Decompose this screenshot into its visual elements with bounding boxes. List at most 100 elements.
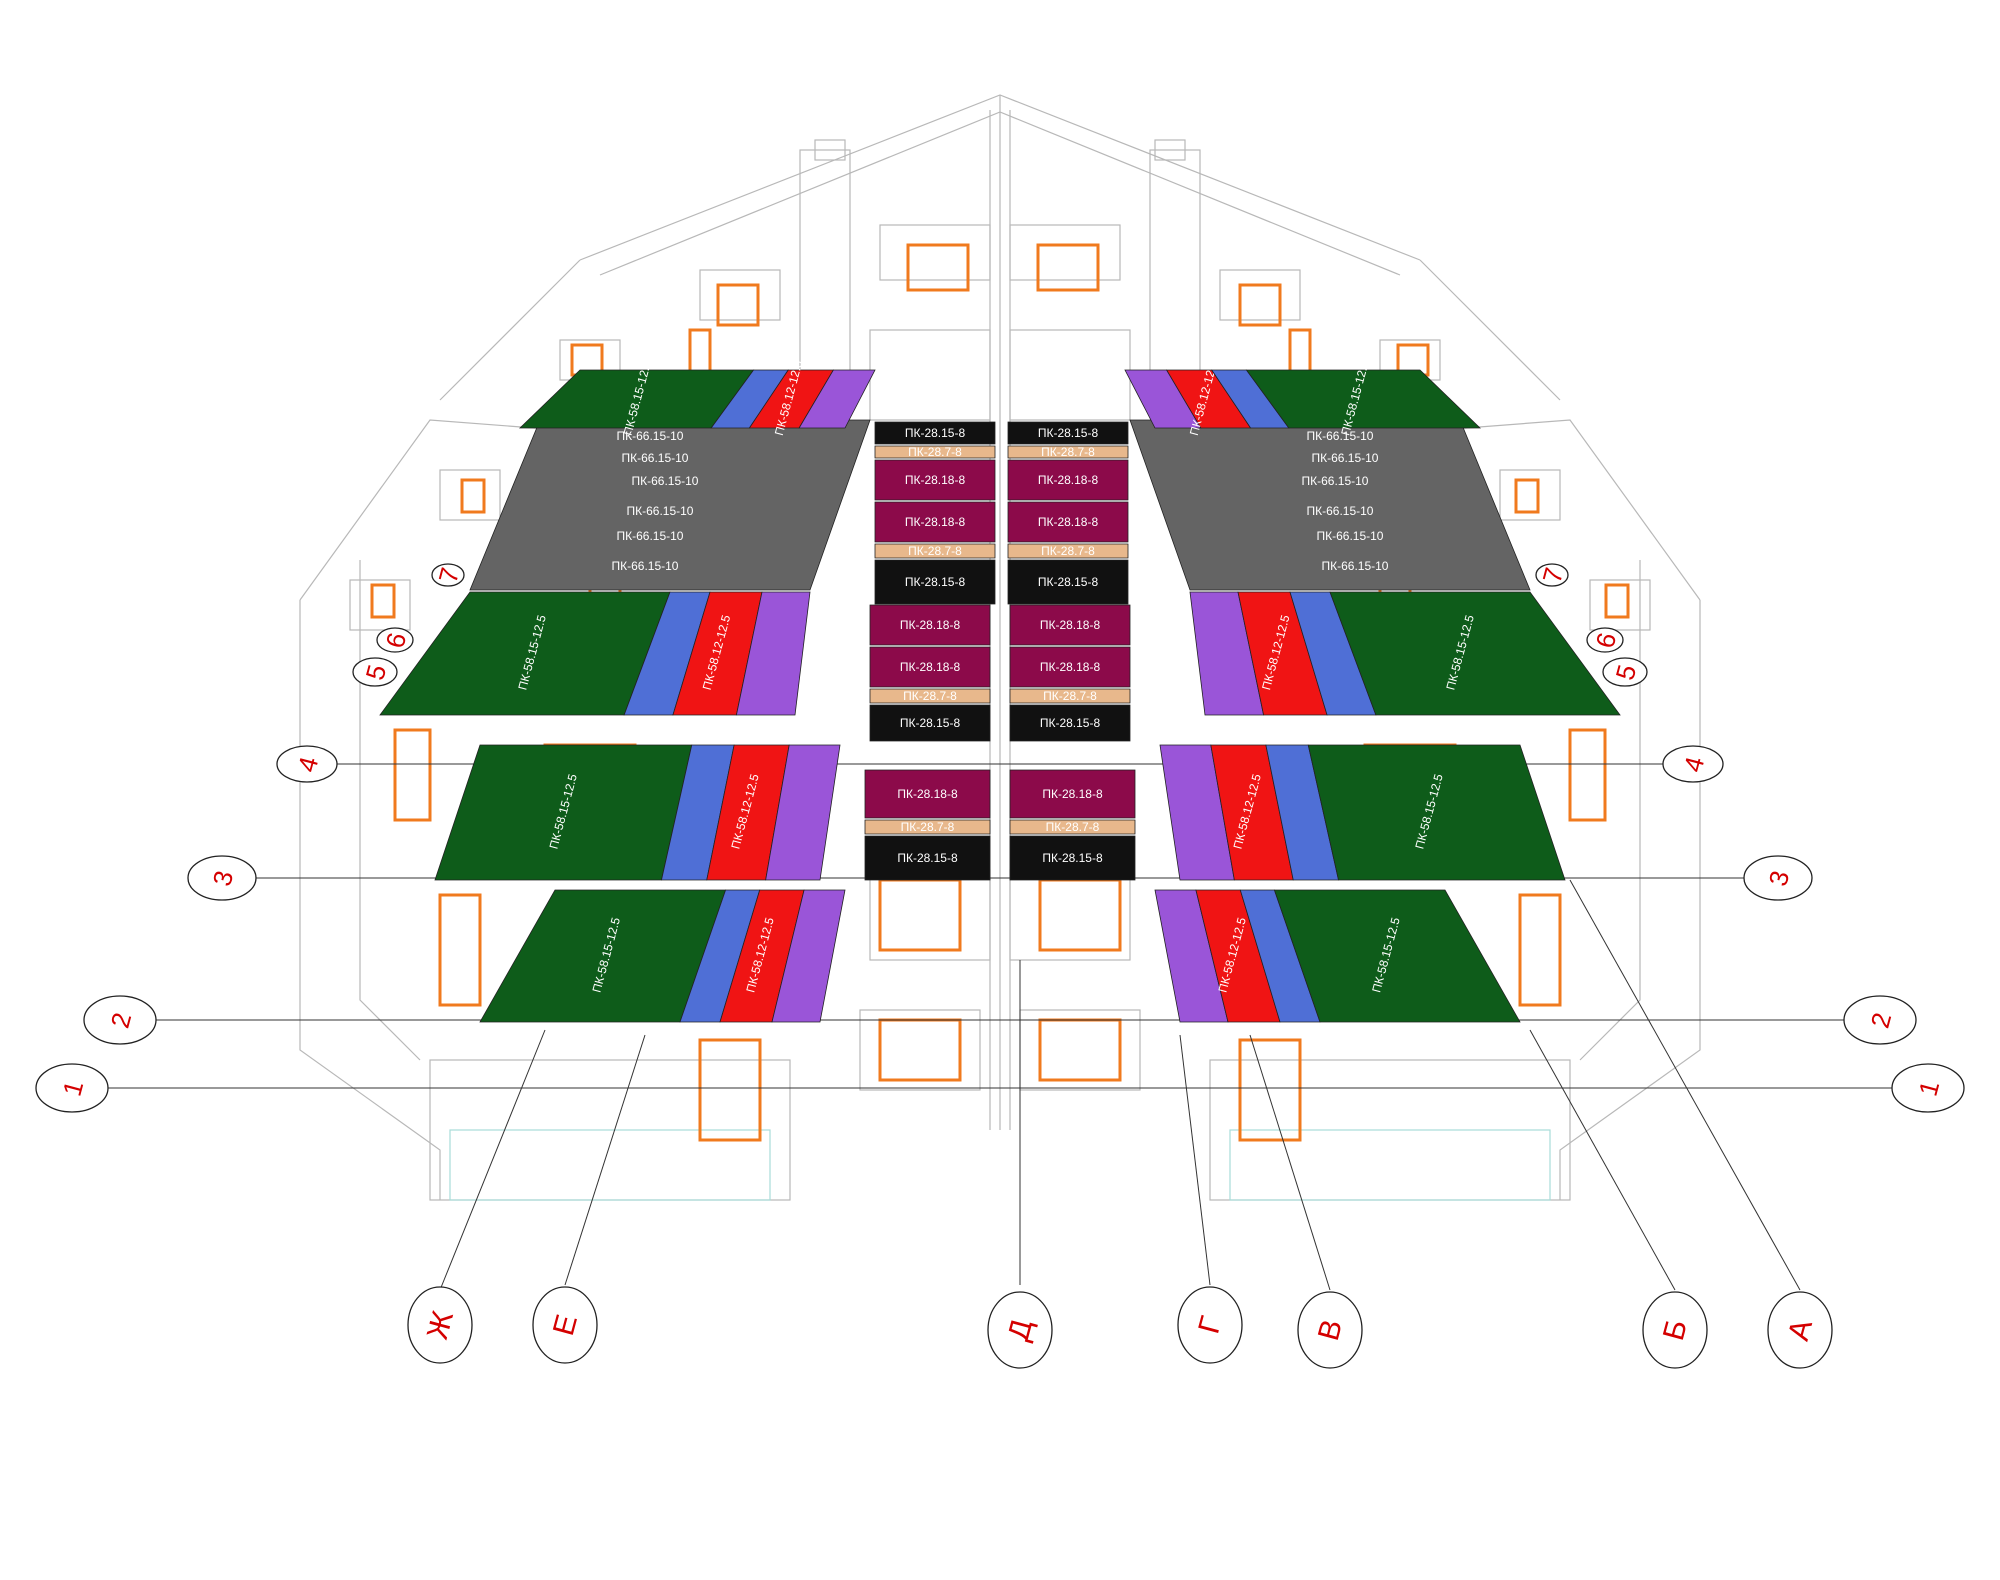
slab-beige: [874, 445, 996, 459]
slab-maroon: [869, 604, 991, 646]
slab-green: [1307, 744, 1566, 881]
axis-bubble-letter: Г: [1177, 1286, 1243, 1364]
slab-label-maroon: ПК-28.18-8: [1038, 473, 1099, 487]
axis-bubble-letter: А: [1767, 1291, 1833, 1369]
slab-black: [864, 835, 991, 881]
window: [460, 478, 486, 514]
axis-bubble-circle: [407, 1286, 473, 1364]
building-wireframe: [299, 94, 1701, 1201]
slab-label-beige: ПК-28.7-8: [1046, 820, 1100, 834]
axis-bubble-circle: [1177, 1286, 1243, 1364]
slab-label-gray: ПК-66.15-10: [632, 474, 699, 488]
axis-bubble-circle: [1586, 627, 1624, 653]
axis-bubble-circle: [352, 657, 398, 687]
slab-label-maroon: ПК-28.18-8: [900, 660, 961, 674]
axis-line-A: [1569, 879, 1801, 1291]
slab-purple: [765, 744, 841, 881]
axis-lines: [100, 763, 1915, 1291]
slab-maroon: [874, 459, 996, 501]
axis-bubble-letter: Ж: [407, 1286, 473, 1364]
axis-bubble-number-right: 2: [1843, 995, 1917, 1045]
axis-bubble-number-right: 7: [1535, 563, 1569, 587]
slab-beige: [1007, 445, 1129, 459]
slab-label-beige: ПК-28.7-8: [908, 544, 962, 558]
slab-label-beige: ПК-28.7-8: [1041, 445, 1095, 459]
axis-bubble-circle: [1843, 995, 1917, 1045]
window: [370, 583, 396, 619]
roof-lower-right: [1419, 259, 1561, 401]
slab-label-beige: ПК-28.7-8: [903, 689, 957, 703]
slab-label-gray: ПК-66.15-10: [1307, 429, 1374, 443]
slab-beige: [1009, 819, 1136, 835]
slab-beige: [1009, 688, 1131, 704]
axis-line-B: [1529, 1029, 1676, 1291]
slab-maroon: [1009, 646, 1131, 688]
window: [1238, 283, 1282, 327]
slab-purple: [771, 889, 846, 1023]
window: [1038, 1018, 1122, 1082]
axis-bubble-circle: [276, 745, 338, 783]
wall-outline-left: [299, 600, 441, 1200]
slab-label-black: ПК-28.15-8: [900, 716, 961, 730]
slab-label-maroon: ПК-28.18-8: [900, 618, 961, 632]
slab-label-black: ПК-28.15-8: [905, 575, 966, 589]
slab-label-black: ПК-28.15-8: [1038, 575, 1099, 589]
slab-label-gray: ПК-66.15-10: [1312, 451, 1379, 465]
slab-label-black: ПК-28.15-8: [1042, 851, 1103, 865]
axis-bubble-number-right: 1: [1891, 1063, 1965, 1113]
axis-bubble-number-left: 5: [352, 657, 398, 687]
slab-label-gray: ПК-66.15-10: [627, 504, 694, 518]
slab-beige: [864, 819, 991, 835]
axis-bubble-circle: [431, 563, 465, 587]
axis-bubble-number-left: 4: [276, 745, 338, 783]
axis-bubble-letter: Б: [1642, 1291, 1708, 1369]
roof-wing-left: [299, 419, 561, 601]
slab-label-gray: ПК-66.15-10: [1302, 474, 1369, 488]
slab-green: [1245, 369, 1481, 429]
slab-label-maroon: ПК-28.18-8: [897, 787, 958, 801]
window: [1604, 583, 1630, 619]
axis-bubble-circle: [987, 1291, 1053, 1369]
axis-bubble-number-right: 3: [1743, 855, 1813, 901]
slab-black: [874, 559, 996, 605]
axis-bubble-circle: [532, 1286, 598, 1364]
slab-label-maroon: ПК-28.18-8: [1042, 787, 1103, 801]
axis-bubble-number-left: 7: [431, 563, 465, 587]
slab-label-maroon: ПК-28.18-8: [905, 473, 966, 487]
slab-label-gray: ПК-66.15-10: [617, 429, 684, 443]
slab-label-gray: ПК-66.15-10: [1322, 559, 1389, 573]
axis-bubble-number-left: 1: [35, 1063, 109, 1113]
wall-outline-right: [1559, 600, 1701, 1200]
axis-bubble-circle: [1602, 657, 1648, 687]
axis-bubble-circle: [1743, 855, 1813, 901]
axis-bubble-circle: [1767, 1291, 1833, 1369]
slab-label-beige: ПК-28.7-8: [1043, 689, 1097, 703]
slab-black: [869, 704, 991, 742]
axis-bubble-circle: [1642, 1291, 1708, 1369]
axis-bubble-circle: [1535, 563, 1569, 587]
axis-bubble-number-right: 6: [1586, 627, 1624, 653]
slab-label-black: ПК-28.15-8: [1038, 426, 1099, 440]
slab-beige: [1007, 543, 1129, 559]
slab-label-maroon: ПК-28.18-8: [1040, 618, 1101, 632]
roof-lower-left: [439, 259, 581, 401]
slab-green: [1273, 889, 1521, 1023]
window: [438, 893, 482, 1007]
slab-label-maroon: ПК-28.18-8: [1040, 660, 1101, 674]
slab-black: [1009, 704, 1131, 742]
slab-label-black: ПК-28.15-8: [1040, 716, 1101, 730]
slab-maroon: [874, 501, 996, 543]
slab-purple: [798, 369, 876, 429]
slab-label-gray: ПК-66.15-10: [622, 451, 689, 465]
slab-purple: [735, 591, 811, 716]
axis-line-Zh: [439, 1029, 546, 1291]
slab-label-gray: ПК-66.15-10: [617, 529, 684, 543]
slab-black: [1007, 421, 1129, 445]
axis-bubble-letter: Е: [532, 1286, 598, 1364]
axis-bubble-number-right: 4: [1662, 745, 1724, 783]
axis-bubble-letter: Д: [987, 1291, 1053, 1369]
window: [878, 878, 962, 952]
axis-bubble-circle: [1891, 1063, 1965, 1113]
